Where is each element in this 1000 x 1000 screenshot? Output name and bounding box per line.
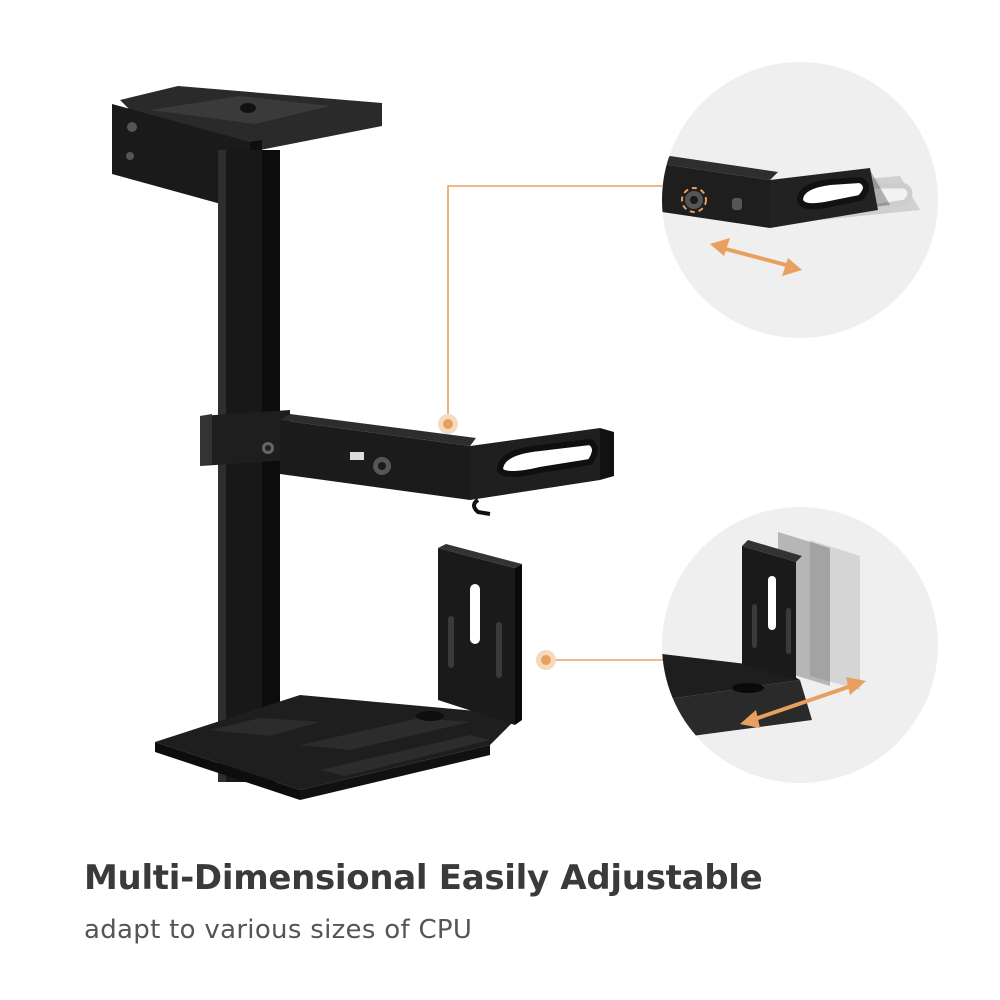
subline: adapt to various sizes of CPU — [84, 915, 473, 945]
callout-base — [536, 650, 664, 670]
double-arrow-icon — [740, 677, 866, 728]
base-tray — [155, 695, 520, 800]
detail-circle-arm — [662, 62, 938, 338]
vertical-column — [218, 150, 280, 782]
cpu-holder-stand — [112, 86, 614, 800]
callout-arm — [438, 185, 662, 434]
adjustable-arm — [200, 410, 614, 516]
headline: Multi-Dimensional Easily Adjustable — [84, 858, 763, 898]
side-plate — [438, 544, 522, 725]
product-illustration — [112, 62, 938, 800]
double-arrow-icon — [710, 238, 802, 276]
detail-circle-base — [662, 507, 938, 783]
